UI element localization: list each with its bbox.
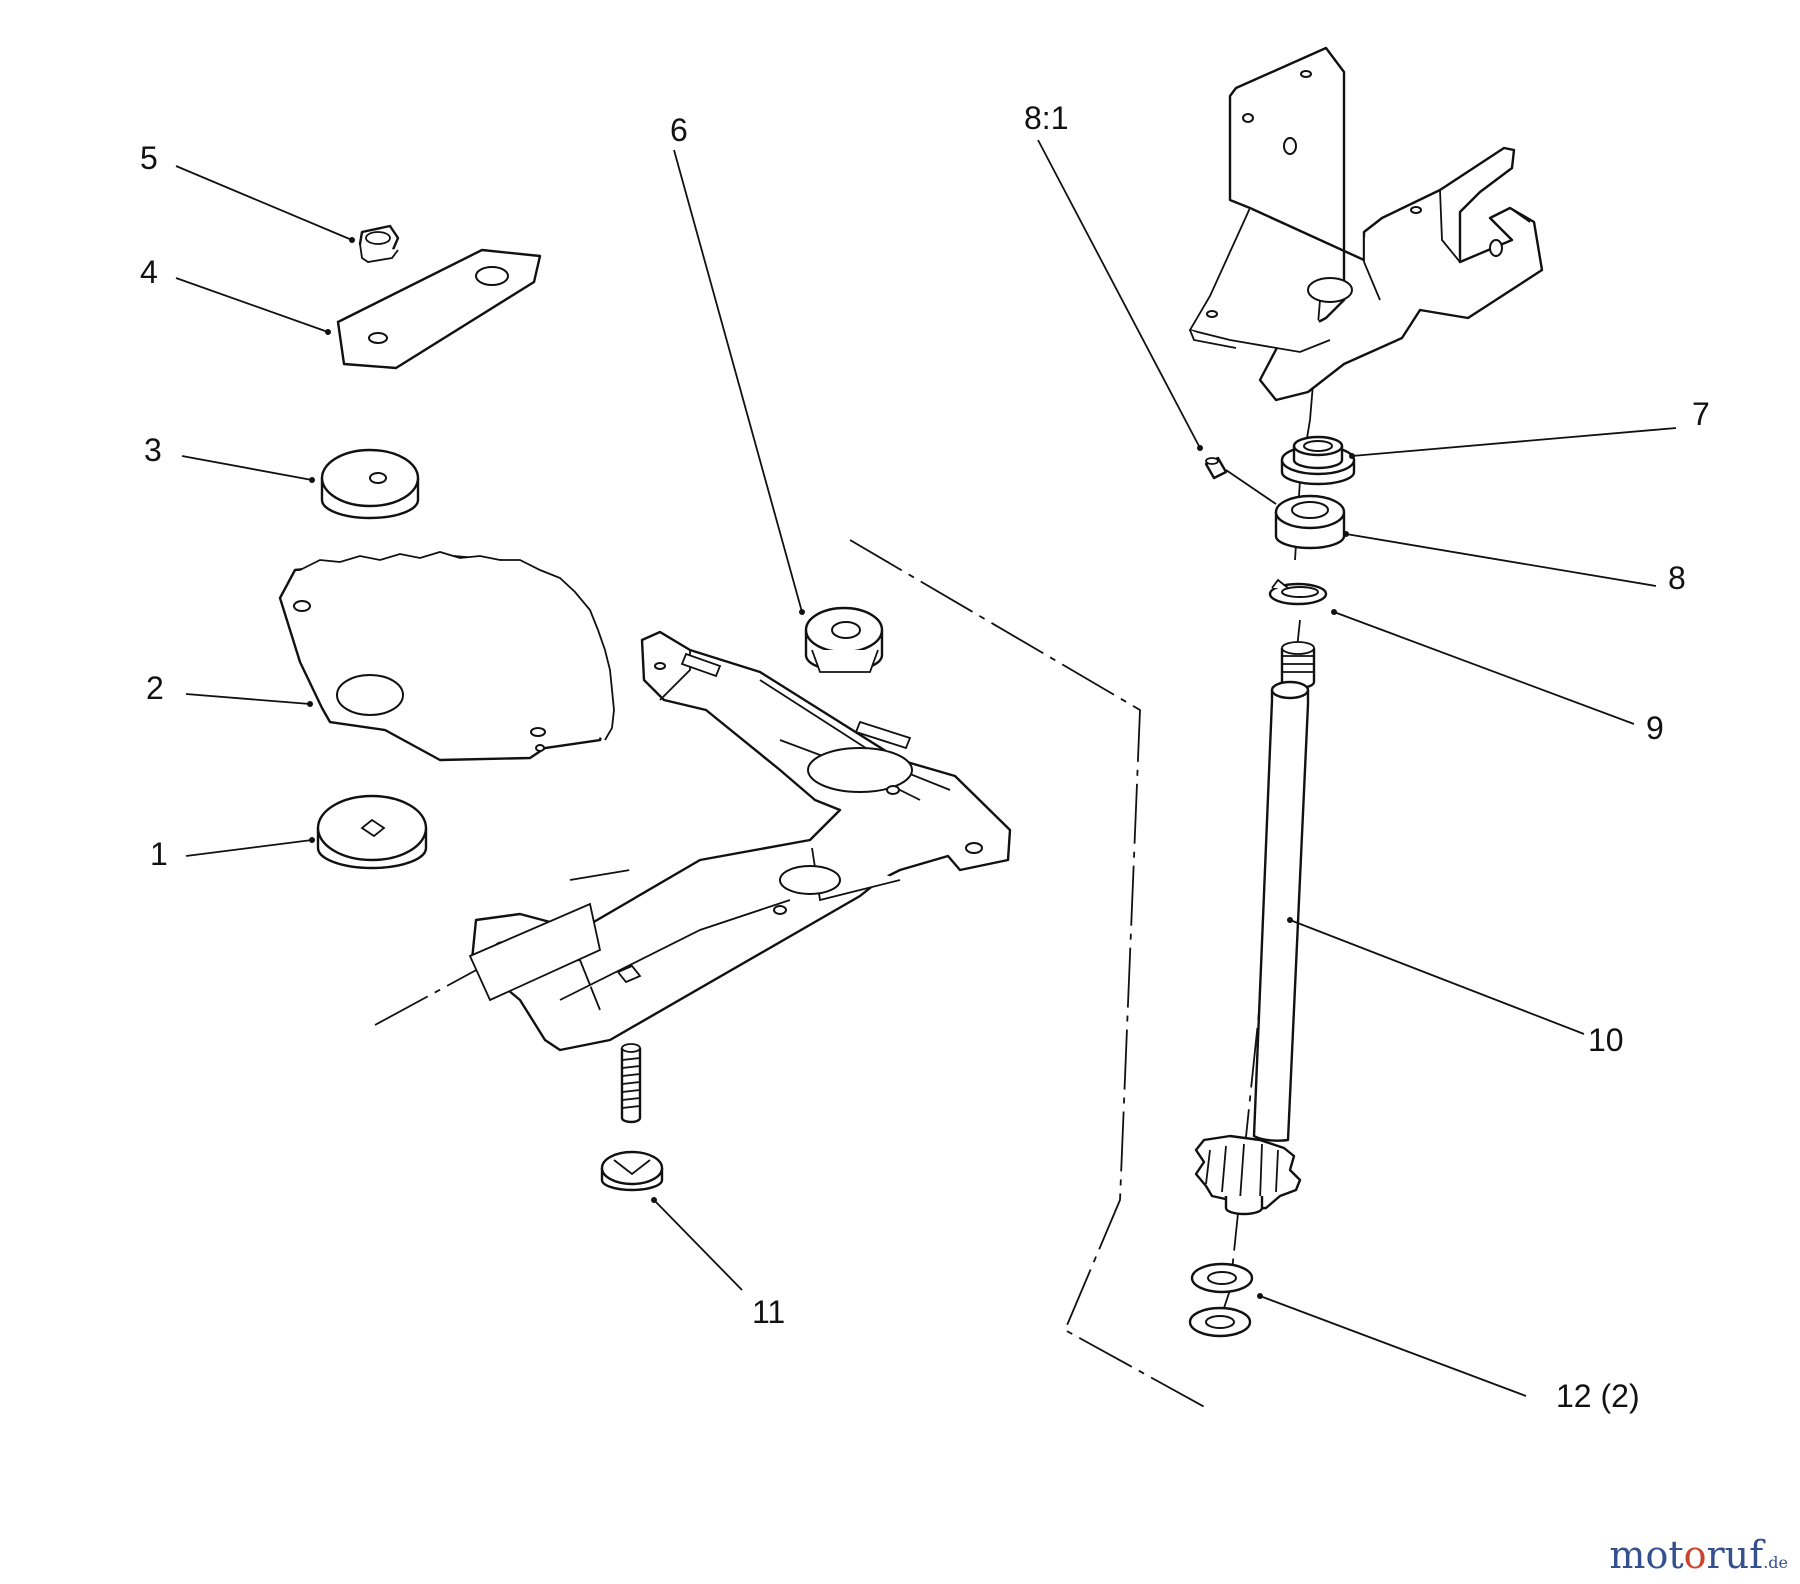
callout-11: 11 [752, 1294, 786, 1330]
callout-9: 9 [1646, 710, 1664, 746]
part-5-nut [358, 224, 400, 263]
stud-bolt [620, 1043, 642, 1124]
steering-bracket [1188, 46, 1544, 402]
part-6-bushing [804, 606, 884, 673]
part-12-washers [1188, 1262, 1254, 1338]
callout-2: 2 [146, 670, 164, 706]
callout-6: 6 [670, 112, 688, 148]
callout-5: 5 [140, 140, 158, 176]
callout-12-2: 12 (2) [1556, 1378, 1640, 1414]
watermark-logo: motoruf.de [1609, 1536, 1788, 1574]
callout-1: 1 [150, 836, 168, 872]
part-8-1-set-screw [1204, 456, 1228, 480]
part-7-flange-bushing [1280, 435, 1356, 486]
callout-4: 4 [140, 254, 158, 290]
watermark-part-1: mot [1609, 1533, 1684, 1577]
part-2-sector-gear [278, 551, 615, 762]
steering-arm-assembly [468, 630, 1012, 1052]
part-9-retaining-ring [1268, 578, 1328, 606]
part-4-plate [336, 248, 542, 370]
screw-axis [1225, 469, 1277, 505]
part-8-collar [1274, 494, 1346, 550]
part-3-washer [320, 448, 420, 520]
callout-10: 10 [1588, 1022, 1624, 1058]
callout-3: 3 [144, 432, 162, 468]
watermark-tld: .de [1763, 1553, 1788, 1572]
callout-8: 8 [1668, 560, 1686, 596]
callout-7: 7 [1692, 396, 1710, 432]
callout-leaders [175, 139, 1677, 1397]
watermark-part-2: o [1683, 1533, 1707, 1577]
callout-8-1: 8:1 [1024, 100, 1069, 136]
part-10-steering-shaft [1194, 641, 1316, 1216]
part-1-washer [316, 794, 428, 870]
watermark-part-3: ruf [1706, 1533, 1764, 1577]
part-11-nut [600, 1150, 664, 1192]
